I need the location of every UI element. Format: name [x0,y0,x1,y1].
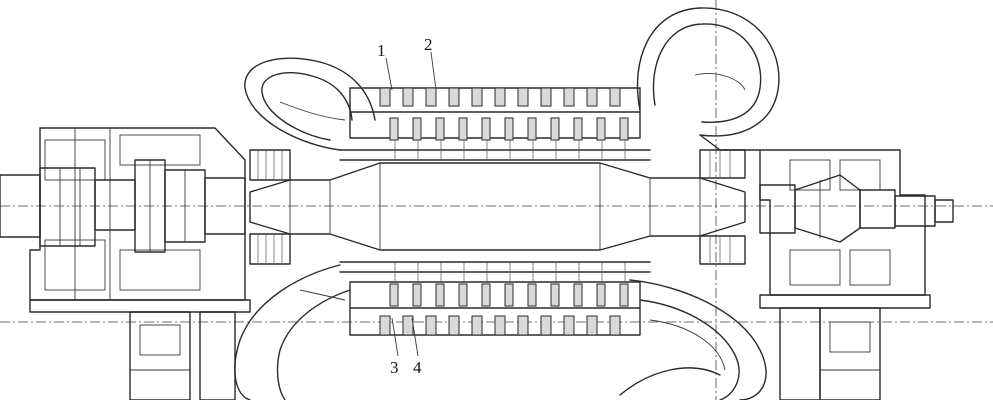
right-shaft-end [759,174,954,243]
upper-casing-blade-stages [339,87,651,161]
upper-right-volute [636,7,780,151]
callout-label-1: 1 [377,41,386,60]
callout-label-3: 3 [390,358,399,377]
left-bearing-housing [29,127,251,313]
rotor-drum [249,162,746,251]
callout-label-2: 2 [424,35,433,54]
callout-label-4: 4 [413,358,422,377]
right-support-legs [779,307,881,400]
lower-left-volute [234,264,351,400]
lower-casing-blade-stages [339,261,651,336]
shaft-seals [249,149,746,265]
callout-leaders [385,51,437,357]
lower-right-volute [619,279,767,400]
upper-left-volute [244,57,376,151]
right-bearing-housing [759,149,931,309]
lower-blade-rows [379,262,629,336]
upper-blade-rows [379,87,629,160]
left-support-legs [129,311,236,400]
left-shaft-coupling [0,159,246,253]
